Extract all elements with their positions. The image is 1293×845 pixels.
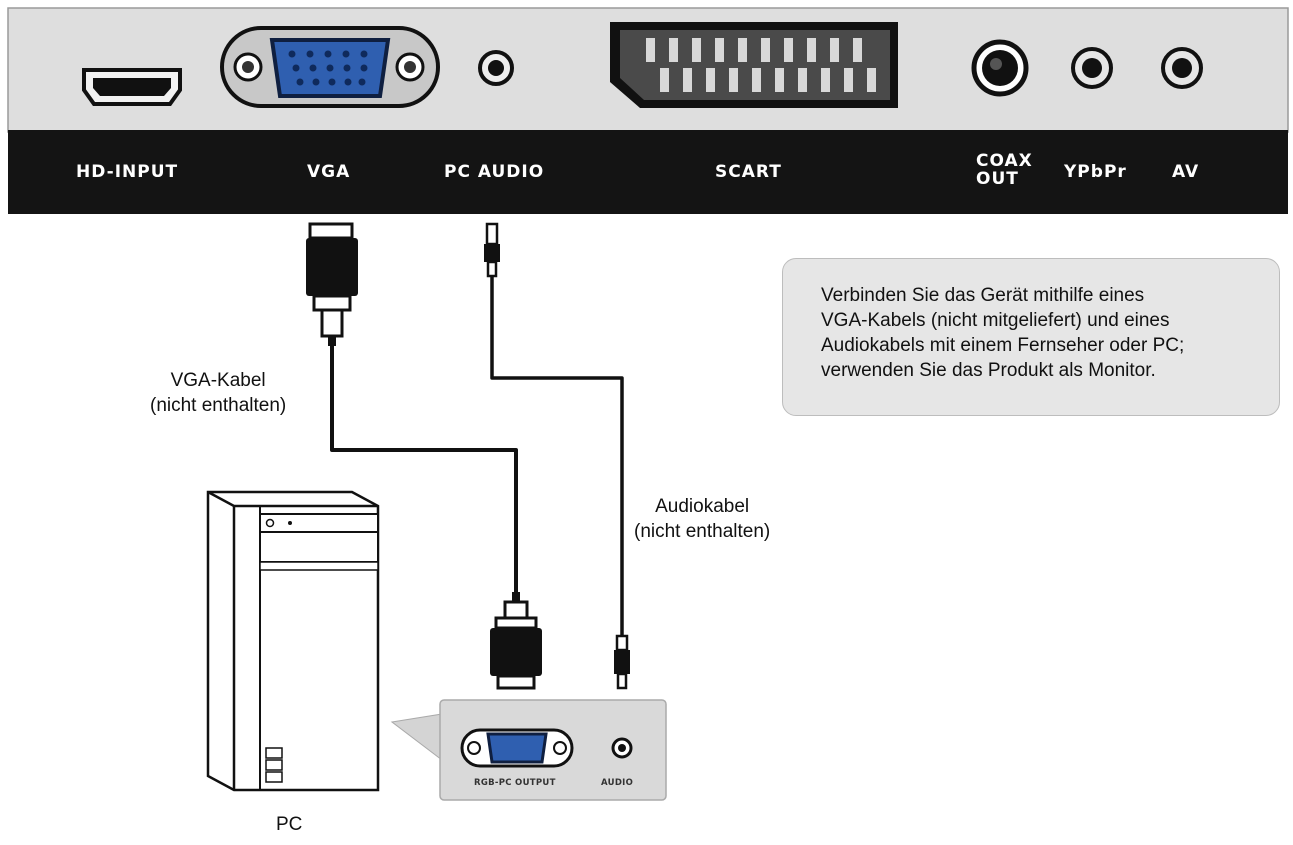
audio-cable-bottom-plug-icon xyxy=(614,634,630,690)
audio-cable-caption-line1: Audiokabel xyxy=(655,496,750,517)
label-coax-line1: COAX xyxy=(976,151,1033,171)
callout-pointer xyxy=(390,713,443,762)
pc-audio-jack-icon xyxy=(478,50,514,86)
label-ypbpr: YPbPr xyxy=(1064,162,1127,182)
scart-pin xyxy=(821,68,830,92)
label-vga: VGA xyxy=(307,162,351,182)
pc-label: PC xyxy=(276,814,303,835)
scart-pin xyxy=(692,38,701,62)
scart-pin xyxy=(729,68,738,92)
label-scart: SCART xyxy=(715,162,782,182)
scart-pin xyxy=(752,68,761,92)
label-pc-audio: PC AUDIO xyxy=(444,162,545,182)
label-pc-audio-port: AUDIO xyxy=(601,778,634,788)
info-line: Verbinden Sie das Gerät mithilfe eines xyxy=(821,285,1145,306)
label-rgb-pc-output: RGB-PC OUTPUT xyxy=(474,778,556,788)
label-coax-line2: OUT xyxy=(976,169,1019,189)
info-box: Verbinden Sie das Gerät mithilfe eines V… xyxy=(782,258,1280,416)
vga-cable-bottom-connector-icon xyxy=(490,592,542,690)
pc-back-panel-inset xyxy=(439,699,667,801)
scart-pin xyxy=(683,68,692,92)
av-jack-icon xyxy=(1161,47,1203,89)
scart-pin xyxy=(669,38,678,62)
vga-cable-caption: VGA-Kabel (nicht enthalten) xyxy=(150,368,286,418)
scart-pin xyxy=(646,38,655,62)
scart-pin xyxy=(844,68,853,92)
scart-pin xyxy=(775,68,784,92)
label-coax-out: COAX OUT xyxy=(976,152,1033,188)
scart-pin xyxy=(715,38,724,62)
hdmi-port-icon xyxy=(82,68,182,106)
audio-cable-top-plug-icon xyxy=(484,222,500,278)
pc-tower-icon xyxy=(206,490,380,792)
info-line: VGA-Kabels (nicht mitgeliefert) und eine… xyxy=(821,310,1170,331)
scart-pin xyxy=(830,38,839,62)
scart-pin xyxy=(867,68,876,92)
info-line: verwenden Sie das Produkt als Monitor. xyxy=(821,360,1156,381)
scart-pin xyxy=(660,68,669,92)
vga-cable-top-connector-icon xyxy=(306,222,358,346)
audio-cable xyxy=(490,276,624,636)
scart-pin xyxy=(738,38,747,62)
label-av: AV xyxy=(1172,162,1200,182)
audio-cable-caption-line2: (nicht enthalten) xyxy=(634,521,771,542)
label-hd-input: HD-INPUT xyxy=(76,162,179,182)
scart-pin xyxy=(761,38,770,62)
scart-pin xyxy=(706,68,715,92)
vga-cable xyxy=(330,346,518,592)
scart-pins xyxy=(646,38,876,92)
scart-pin xyxy=(798,68,807,92)
scart-pin xyxy=(784,38,793,62)
audio-cable-caption: Audiokabel (nicht enthalten) xyxy=(634,494,770,544)
info-line: Audiokabels mit einem Fernseher oder PC; xyxy=(821,335,1185,356)
ypbpr-jack-icon xyxy=(1071,47,1113,89)
vga-cable-caption-line2: (nicht enthalten) xyxy=(150,395,287,416)
vga-cable-caption-line1: VGA-Kabel xyxy=(170,370,266,391)
scart-pin xyxy=(853,38,862,62)
scart-pin xyxy=(807,38,816,62)
coax-out-port-icon xyxy=(971,39,1029,97)
vga-port-icon xyxy=(220,26,440,108)
scart-port-icon xyxy=(610,22,898,108)
